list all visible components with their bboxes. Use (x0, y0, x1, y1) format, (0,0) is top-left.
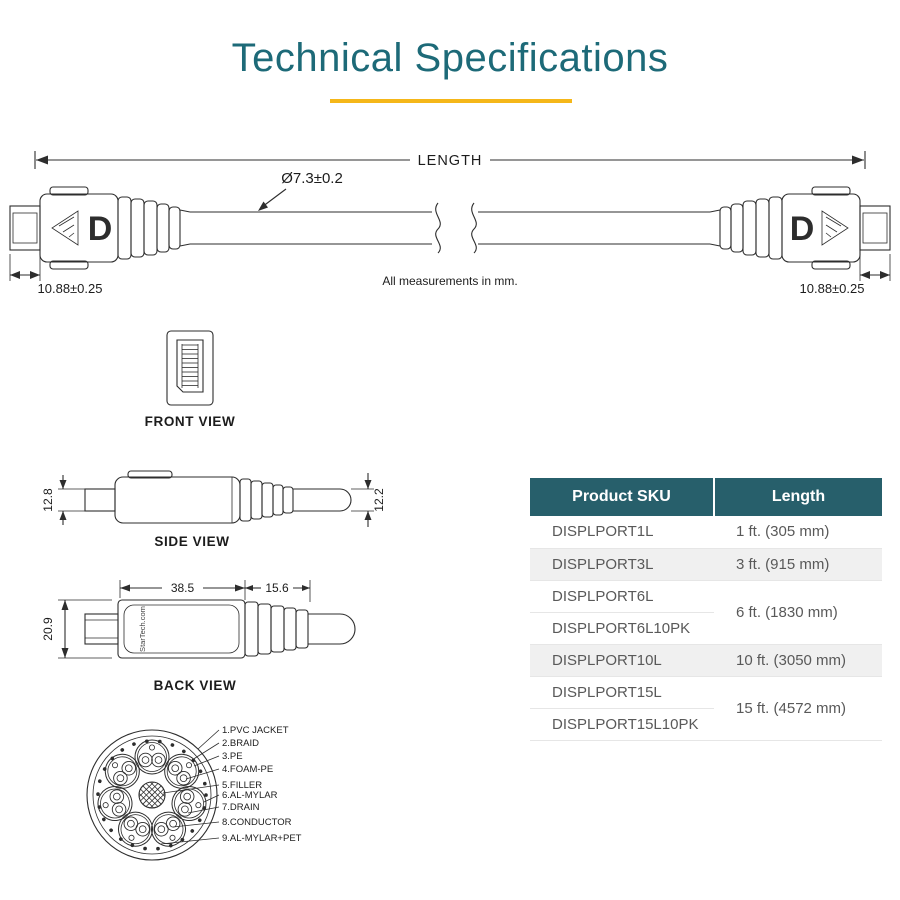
cross-section-leader-lines (160, 729, 220, 845)
cross-section-labels: 1.PVC JACKET 2.BRAID 3.PE 4.FOAM-PE 5.FI… (222, 725, 302, 844)
back-dim-body-label: 38.5 (171, 581, 195, 595)
xs-label-pe: 3.PE (222, 751, 243, 762)
left-connector-triangle-icon (51, 210, 79, 246)
length-cell: 3 ft. (915 mm) (714, 548, 882, 581)
left-connector: D (9, 186, 191, 270)
side-dim-right-label: 12.2 (372, 488, 386, 512)
cable-break-left (435, 202, 441, 254)
sku-cell: DISPLPORT15L10PK (530, 708, 714, 741)
diameter-callout: Ø7.3±0.2 (258, 170, 343, 211)
side-view-connector (84, 470, 352, 524)
filler-hatched-core (138, 781, 166, 809)
side-view-dim-left: 12.8 (41, 475, 85, 525)
xs-label-conductor: 8.CONDUCTOR (222, 817, 292, 828)
cable-break-right (471, 202, 477, 254)
front-view-pins (182, 344, 198, 386)
side-view-dim-right: 12.2 (351, 473, 386, 527)
cable-body (190, 202, 710, 254)
page-title: Technical Specifications (231, 36, 669, 80)
sku-cell: DISPLPORT3L (530, 548, 714, 581)
right-connector-triangle-icon (821, 210, 849, 246)
left-dp-logo-icon: D (88, 210, 113, 248)
length-label: LENGTH (418, 153, 483, 169)
xs-label-drain: 7.DRAIN (222, 802, 260, 813)
left-plug-dim-label: 10.88±0.25 (38, 281, 103, 296)
side-view-label: SIDE VIEW (154, 534, 229, 549)
cable-length-diagram: LENGTH D (0, 133, 900, 308)
table-row: DISPLPORT6L 6 ft. (1830 mm) (530, 580, 882, 645)
right-plug-dimension: 10.88±0.25 (800, 254, 891, 296)
table-row: DISPLPORT15L 15 ft. (4572 mm) (530, 676, 882, 741)
length-dimension: LENGTH (34, 151, 866, 169)
right-dp-logo-icon: D (790, 210, 815, 248)
back-view-connector: StarTech.com (84, 599, 356, 659)
xs-label-foam-pe: 4.FOAM-PE (222, 764, 273, 775)
product-sku-table: Product SKU Length DISPLPORT1L 1 ft. (30… (530, 478, 882, 741)
braid-ring (96, 739, 208, 851)
cable-cross-section (86, 729, 218, 861)
table-header-length: Length (714, 478, 882, 516)
sku-cell: DISPLPORT6L (530, 580, 714, 613)
right-connector: D (709, 186, 891, 270)
table-row: DISPLPORT1L 1 ft. (305 mm) (530, 516, 882, 549)
sku-cell: DISPLPORT1L (530, 516, 714, 549)
brand-text: StarTech.com (138, 606, 147, 652)
sku-cell: DISPLPORT15L (530, 676, 714, 709)
front-view-label: FRONT VIEW (145, 414, 236, 429)
length-cell: 6 ft. (1830 mm) (714, 580, 882, 645)
table-row: DISPLPORT15L10PK (530, 708, 882, 741)
length-cell: 1 ft. (305 mm) (714, 516, 882, 549)
sku-cell: DISPLPORT10L (530, 644, 714, 677)
xs-label-pvc-jacket: 1.PVC JACKET (222, 725, 289, 736)
diameter-label: Ø7.3±0.2 (281, 170, 343, 187)
front-view-diagram: FRONT VIEW (130, 328, 250, 433)
side-dim-left-label: 12.8 (41, 488, 55, 512)
xs-label-braid: 2.BRAID (222, 738, 259, 749)
table-row: DISPLPORT10L 10 ft. (3050 mm) (530, 644, 882, 677)
table-header-product-sku: Product SKU (530, 478, 715, 516)
side-view-diagram: 12.8 12.2 SIDE VIEW (40, 453, 400, 558)
back-dim-boot-label: 15.6 (265, 581, 289, 595)
xs-label-filler: 5.FILLER (222, 780, 262, 791)
table-row: DISPLPORT3L 3 ft. (915 mm) (530, 548, 882, 581)
cross-section-diagram: 1.PVC JACKET 2.BRAID 3.PE 4.FOAM-PE 5.FI… (40, 703, 380, 888)
back-view-dims-top: 38.5 15.6 (119, 580, 311, 602)
left-strain-relief (117, 196, 191, 260)
xs-label-al-mylar-pet: 9.AL-MYLAR+PET (222, 833, 302, 844)
xs-label-al-mylar: 6.AL-MYLAR (222, 790, 278, 801)
left-plug-dimension: 10.88±0.25 (9, 254, 103, 296)
sku-cell: DISPLPORT6L10PK (530, 612, 714, 645)
measurement-note: All measurements in mm. (382, 274, 517, 288)
back-view-label: BACK VIEW (154, 678, 237, 693)
length-cell: 15 ft. (4572 mm) (714, 676, 882, 741)
right-strain-relief (709, 196, 783, 260)
length-cell: 10 ft. (3050 mm) (714, 644, 882, 677)
back-dim-height-label: 20.9 (41, 617, 55, 641)
back-view-diagram: 38.5 15.6 StarTech.com (40, 568, 400, 698)
table-row: DISPLPORT6L10PK (530, 612, 882, 645)
right-plug-dim-label: 10.88±0.25 (800, 281, 865, 296)
accent-underline (330, 99, 572, 103)
back-view-dim-left: 20.9 (41, 599, 112, 659)
